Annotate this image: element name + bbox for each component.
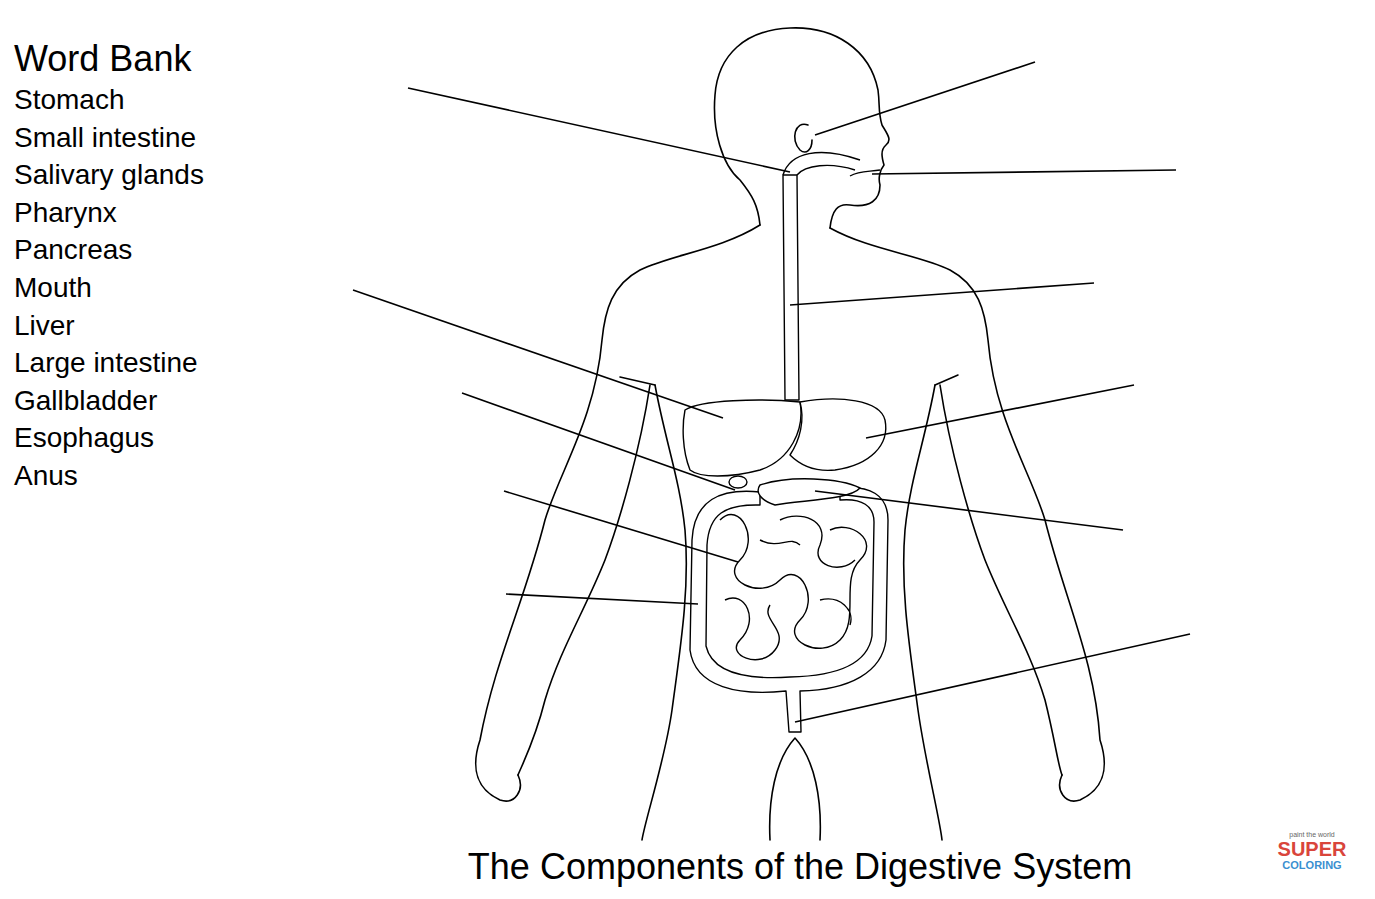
word-bank-item: Esophagus (14, 422, 154, 454)
left-arm-inner (518, 385, 650, 775)
right-torso (904, 385, 942, 840)
leader-line (815, 62, 1035, 135)
liver (683, 400, 801, 476)
ear-outline (795, 124, 812, 152)
mouth (850, 170, 880, 176)
word-bank-item: Small intestine (14, 122, 196, 154)
small-intestine (720, 515, 867, 649)
right-arm-outline (830, 228, 1104, 801)
gallbladder (729, 476, 747, 488)
word-bank-item: Large intestine (14, 347, 198, 379)
body-outline (476, 28, 1105, 840)
word-bank-item: Liver (14, 310, 75, 342)
leader-line (790, 283, 1094, 305)
small-intestine (725, 598, 779, 660)
left-torso (642, 385, 686, 840)
word-bank-item: Anus (14, 460, 78, 492)
leader-line (462, 393, 735, 490)
word-bank-item: Salivary glands (14, 159, 204, 191)
leader-line (408, 88, 790, 172)
esophagus (783, 175, 799, 400)
head-outline (714, 28, 888, 228)
small-intestine (760, 516, 855, 625)
word-bank-item: Stomach (14, 84, 125, 116)
organs (683, 153, 888, 732)
watermark-text: SUPER (1278, 838, 1347, 861)
leader-line (815, 491, 1123, 530)
stomach (790, 399, 886, 470)
watermark-text: paint the world (1289, 831, 1335, 839)
word-bank-item: Pharynx (14, 197, 117, 229)
word-bank-heading: Word Bank (14, 38, 191, 79)
leader-line (353, 290, 723, 418)
leader-line (504, 491, 738, 562)
word-bank-item: Pancreas (14, 234, 132, 266)
pancreas (758, 479, 860, 505)
watermark-text: COLORING (1282, 859, 1341, 872)
leader-line (866, 385, 1134, 438)
leader-line (506, 594, 698, 604)
leader-lines (353, 62, 1190, 722)
leader-line (872, 170, 1176, 174)
large-intestine (690, 487, 888, 732)
word-bank-item: Mouth (14, 272, 92, 304)
pharynx (783, 153, 860, 175)
legs-outline (770, 738, 821, 840)
leader-line (795, 634, 1190, 722)
caption: The Components of the Digestive System (468, 846, 1132, 887)
word-bank-item: Gallbladder (14, 385, 157, 417)
right-arm-inner (940, 385, 1062, 775)
